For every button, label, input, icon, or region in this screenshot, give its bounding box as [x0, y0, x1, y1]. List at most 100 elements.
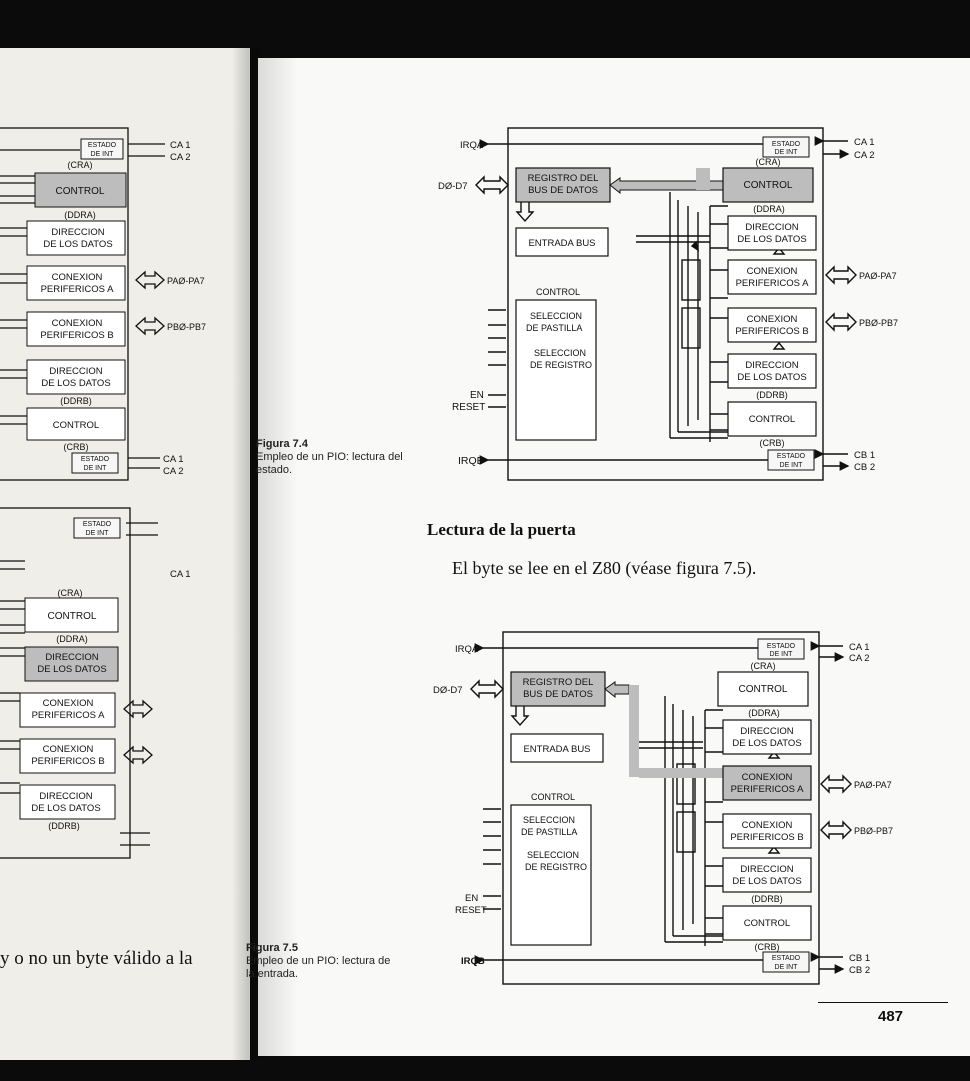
- seleccion-label: SELECCION: [534, 348, 586, 358]
- ddrb-label: (DDRB): [756, 390, 788, 400]
- pa-label: PAØ-PA7: [854, 780, 892, 790]
- direccion-label: DE LOS DATOS: [43, 239, 112, 250]
- figure-7-4-diagram: REGISTRO DEL BUS DE DATOS ENTRADA BUS CO…: [438, 127, 898, 481]
- perifericos-b-label: PERIFERICOS B: [735, 326, 808, 337]
- pb-label: PBØ-PB7: [854, 826, 893, 836]
- conexion-label: CONEXION: [43, 744, 94, 755]
- registro-label: BUS DE DATOS: [528, 185, 598, 196]
- pastilla-label: DE PASTILLA: [521, 827, 577, 837]
- perifericos-a-label: PERIFERICOS A: [41, 284, 115, 295]
- right-page: REGISTRO DEL BUS DE DATOS ENTRADA BUS CO…: [246, 58, 970, 1056]
- irqb-label: IRQB: [458, 455, 484, 467]
- direccion-label: DIRECCION: [45, 652, 98, 663]
- registro-label: BUS DE DATOS: [523, 689, 593, 700]
- reset-label: RESET: [455, 905, 487, 916]
- cra-label: (CRA): [68, 160, 93, 170]
- estado-label: DE INT: [775, 149, 799, 156]
- estado-label: ESTADO: [772, 955, 801, 962]
- perifericos-b-label: PERIFERICOS B: [31, 756, 104, 767]
- direccion-label: DIRECCION: [39, 791, 92, 802]
- cb1-label: CA 1: [163, 454, 184, 465]
- pa-label: PAØ-PA7: [859, 271, 897, 281]
- cb1-label: CB 1: [854, 450, 875, 461]
- entrada-bus-label: ENTRADA BUS: [523, 744, 590, 755]
- ddra-label: (DDRA): [748, 708, 780, 718]
- control-label: CONTROL: [53, 420, 99, 431]
- crb-label: (CRB): [755, 942, 780, 952]
- conexion-label: CONEXION: [742, 820, 793, 831]
- left-body-text: y o no un byte válido a la: [0, 948, 193, 969]
- direccion-label: DE LOS DATOS: [37, 664, 106, 675]
- direccion-label: DE LOS DATOS: [737, 372, 806, 383]
- seleccion-label: SELECCION: [527, 850, 579, 860]
- control-label: CONTROL: [56, 186, 105, 197]
- registro-label: DE REGISTRO: [530, 360, 592, 370]
- perifericos-a-label: PERIFERICOS A: [731, 784, 805, 795]
- pb-label: PBØ-PB7: [167, 322, 206, 332]
- estado-label: ESTADO: [777, 453, 806, 460]
- page-number-rule: [818, 1002, 948, 1003]
- control-label: CONTROL: [744, 918, 790, 929]
- irqb-label: IRQB: [461, 956, 485, 967]
- conexion-label: CONEXION: [52, 272, 103, 283]
- perifericos-b-label: PERIFERICOS B: [40, 330, 113, 341]
- direccion-label: DIRECCION: [745, 360, 798, 371]
- control-label: CONTROL: [749, 414, 795, 425]
- direccion-label: DE LOS DATOS: [41, 378, 110, 389]
- crb-label: (CRB): [64, 442, 89, 452]
- estado-label: DE INT: [775, 964, 799, 971]
- direccion-label: DE LOS DATOS: [737, 234, 806, 245]
- ddrb-label: (DDRB): [48, 821, 80, 831]
- pa-label: PAØ-PA7: [167, 276, 205, 286]
- pb-label: PBØ-PB7: [859, 318, 898, 328]
- control-label: CONTROL: [739, 684, 788, 695]
- conexion-label: CONEXION: [742, 772, 793, 783]
- estado-label: DE INT: [84, 465, 108, 472]
- estado-label: ESTADO: [772, 141, 801, 148]
- figure-7-4-text: estado.: [256, 464, 293, 476]
- figure-7-4-text: Empleo de un PIO: lectura del: [256, 451, 403, 463]
- perifericos-a-label: PERIFERICOS A: [32, 710, 106, 721]
- registro-label: REGISTRO DEL: [523, 677, 594, 688]
- ddrb-label: (DDRB): [60, 396, 92, 406]
- section-heading: Lectura de la puerta: [427, 520, 576, 539]
- cra-label: (CRA): [756, 157, 781, 167]
- cb2-label: CB 2: [849, 965, 870, 976]
- control-label: CONTROL: [48, 611, 97, 622]
- figure-7-5-text: la entrada.: [246, 968, 298, 980]
- estado-label: DE INT: [770, 651, 794, 658]
- ddrb-label: (DDRB): [751, 894, 783, 904]
- estado-label: DE INT: [780, 462, 804, 469]
- cb2-label: CA 2: [163, 466, 184, 477]
- registro-label: REGISTRO DEL: [528, 173, 599, 184]
- crb-label: (CRB): [760, 438, 785, 448]
- ca2-label: CA 2: [854, 150, 875, 161]
- page-number: 487: [878, 1008, 904, 1025]
- ddra-label: (DDRA): [753, 204, 785, 214]
- cb1-label: CB 1: [849, 953, 870, 964]
- ca1-label: CA 1: [170, 140, 191, 151]
- estado-label: DE INT: [91, 151, 115, 158]
- ca1-label: CA 1: [170, 569, 191, 580]
- figure-7-5-diagram: REGISTRO DEL BUS DE DATOS ENTRADA BUS CO…: [433, 631, 893, 985]
- direccion-label: DIRECCION: [740, 726, 793, 737]
- left-diagram-top: ESTADO DE INT (CRA) CONTROL (DDRA) DIREC…: [0, 127, 206, 481]
- figure-7-5-caption: Figura 7.5 Empleo de un PIO: lectura de …: [246, 942, 406, 981]
- left-diagram-bottom: ESTADO DE INT (CRA) CONTROL (DDRA) DIREC…: [0, 507, 191, 859]
- irqa-label: IRQA: [455, 644, 479, 655]
- book-gutter: [232, 48, 262, 1060]
- cb2-label: CB 2: [854, 462, 875, 473]
- figure-7-5-label: Figura 7.5: [246, 942, 298, 954]
- estado-label: ESTADO: [88, 142, 117, 149]
- conexion-label: CONEXION: [52, 318, 103, 329]
- direccion-label: DIRECCION: [745, 222, 798, 233]
- cra-label: (CRA): [58, 588, 83, 598]
- ca2-label: CA 2: [170, 152, 191, 163]
- ddra-label: (DDRA): [64, 210, 96, 220]
- estado-label: ESTADO: [767, 643, 796, 650]
- direccion-label: DIRECCION: [49, 366, 102, 377]
- data-bus-label: DØ-D7: [433, 685, 463, 696]
- body-paragraph: El byte se lee en el Z80 (véase figura 7…: [452, 558, 757, 578]
- perifericos-b-label: PERIFERICOS B: [730, 832, 803, 843]
- conexion-label: CONEXION: [747, 314, 798, 325]
